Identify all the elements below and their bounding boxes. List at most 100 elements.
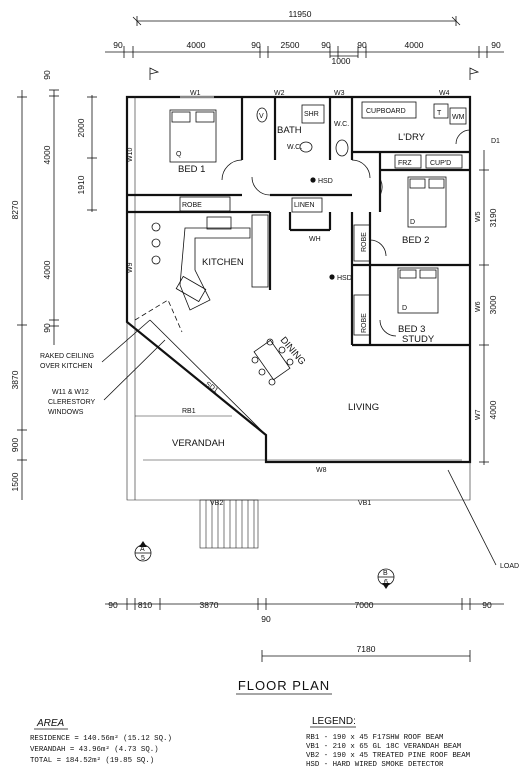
cupd-label: CUP'D [430, 160, 451, 167]
bottom-dim-1: 810 [138, 600, 152, 610]
left-lower-dim-1: 900 [10, 438, 20, 452]
plan-title: FLOOR PLAN [238, 678, 330, 693]
left-lower-dim-0: 3870 [10, 370, 20, 389]
top-dim-1: 4000 [187, 40, 206, 50]
room-study: STUDY [402, 334, 435, 345]
window-w7: W7 [475, 409, 482, 420]
annotations: HSD HSD RB1 VB1 VB2 SD1 LOAD RAKED CEILI… [40, 178, 519, 589]
robe2-label: ROBE [361, 232, 368, 252]
right-dim-2: 4000 [488, 400, 498, 419]
rb1-label: RB1 [182, 408, 196, 415]
section-a-letter: A [140, 546, 145, 553]
legend-heading: LEGEND: [312, 716, 356, 727]
left-dim-1b: 4000 [42, 260, 52, 279]
legend-item: VB1 - 210 x 65 GL 18C VERANDAH BEAM [306, 743, 461, 751]
robe3-label: ROBE [361, 313, 368, 333]
bottom-dimensions: 90 810 3870 7000 90 90 7180 [105, 598, 504, 662]
left-overall-dim: 8270 [10, 200, 20, 219]
bottom-mid-dim: 90 [261, 614, 271, 624]
window-w1: W1 [190, 90, 201, 97]
top-dimensions: 11950 90 4000 90 2500 90 1000 90 4000 90 [105, 9, 504, 80]
left-dim-2: 90 [42, 323, 52, 333]
bed2-size: D [410, 219, 415, 226]
left-sub-dim-0: 2000 [76, 118, 86, 137]
top-dim-5: 1000 [332, 56, 351, 66]
window-w4: W4 [439, 90, 450, 97]
top-dim-3: 2500 [281, 40, 300, 50]
left-lower-dim-2: 1500 [10, 472, 20, 491]
window-w2: W2 [274, 90, 285, 97]
window-w6: W6 [475, 301, 482, 312]
raked-ceiling-line2: OVER KITCHEN [40, 363, 93, 370]
section-a-number: 5 [141, 555, 145, 562]
window-labels: W1 W2 W3 W4 W5 W6 W7 W8 W9 W10 [127, 90, 482, 474]
legend-item: RB1 - 190 x 45 F17SHW ROOF BEAM [306, 734, 444, 742]
area-total: TOTAL = 184.52m² (19.85 SQ.) [30, 756, 154, 765]
d1-door-label: D1 [491, 138, 500, 145]
top-dim-7: 4000 [405, 40, 424, 50]
right-dim-0: 3190 [488, 208, 498, 227]
right-dim-1: 3000 [488, 295, 498, 314]
bottom-dim-4: 90 [482, 600, 492, 610]
bed3-size: D [402, 305, 407, 312]
left-sub-dim-1: 1910 [76, 175, 86, 194]
tub-label: T [437, 110, 442, 117]
legend-item: HSD - HARD WIRED SMOKE DETECTOR [306, 761, 444, 769]
room-verandah: VERANDAH [172, 438, 225, 449]
clerestory-line2: CLERESTORY [48, 399, 96, 406]
right-dimensions: 3190 3000 4000 D1 [479, 138, 500, 465]
vb2-label: VB2 [210, 500, 223, 507]
smoke-detector-icon [329, 274, 335, 280]
hsd-label-2: HSD [337, 275, 352, 282]
room-bath: BATH [277, 125, 302, 136]
overall-width-dimension: 11950 [288, 9, 311, 19]
vb1-label: VB1 [358, 500, 371, 507]
room-kitchen: KITCHEN [202, 257, 244, 268]
bed1-size: Q [176, 151, 182, 158]
window-w5: W5 [475, 211, 482, 222]
bottom-overall-dim: 7180 [357, 644, 376, 654]
room-wc: W.C. [334, 121, 349, 128]
washer-label: WM [452, 114, 465, 121]
left-dimensions: 8270 90 4000 4000 90 2000 1910 3870 900 … [10, 70, 97, 500]
section-marker-a: A 5 [134, 541, 152, 562]
water-heater-label: WH [309, 236, 321, 243]
top-dim-8: 90 [491, 40, 501, 50]
building-walls [125, 95, 497, 566]
window-w3: W3 [334, 90, 345, 97]
bath-shower: SHR [304, 111, 319, 118]
left-dim-0: 90 [42, 70, 52, 80]
window-w9: W9 [127, 262, 134, 273]
freezer-label: FRZ [398, 160, 412, 167]
legend: LEGEND: RB1 - 190 x 45 F17SHW ROOF BEAM … [306, 716, 470, 769]
smoke-detector-icon [310, 177, 316, 183]
window-w10: W10 [127, 148, 134, 163]
area-verandah: VERANDAH = 43.96m² (4.73 SQ.) [30, 745, 159, 754]
section-b-number: 6 [384, 579, 388, 586]
legend-item: VB2 - 190 x 45 TREATED PINE ROOF BEAM [306, 752, 470, 760]
room-laundry: L'DRY [398, 132, 426, 143]
room-living: LIVING [348, 402, 379, 413]
top-dim-0: 90 [113, 40, 123, 50]
room-bed3: BED 3 [398, 324, 425, 335]
room-bed2: BED 2 [402, 235, 429, 246]
bottom-dim-3: 7000 [355, 600, 374, 610]
raked-ceiling-line1: RAKED CEILING [40, 353, 94, 360]
bath-vanity: V [259, 113, 264, 120]
section-marker-b: B 6 [377, 568, 395, 589]
section-b-letter: B [383, 570, 388, 577]
room-bed1: BED 1 [178, 164, 205, 175]
top-dim-6: 90 [357, 40, 367, 50]
area-heading: AREA [36, 718, 65, 729]
bottom-dim-2: 3870 [200, 600, 219, 610]
window-w8: W8 [316, 467, 327, 474]
load-label: LOAD [500, 563, 519, 570]
area-residence: RESIDENCE = 140.56m² (15.12 SQ.) [30, 734, 172, 743]
top-dim-4: 90 [321, 40, 331, 50]
robe1-label: ROBE [182, 202, 202, 209]
hsd-label-1: HSD [318, 178, 333, 185]
area-schedule: AREA RESIDENCE = 140.56m² (15.12 SQ.) VE… [30, 718, 172, 765]
linen-label: LINEN [294, 202, 315, 209]
